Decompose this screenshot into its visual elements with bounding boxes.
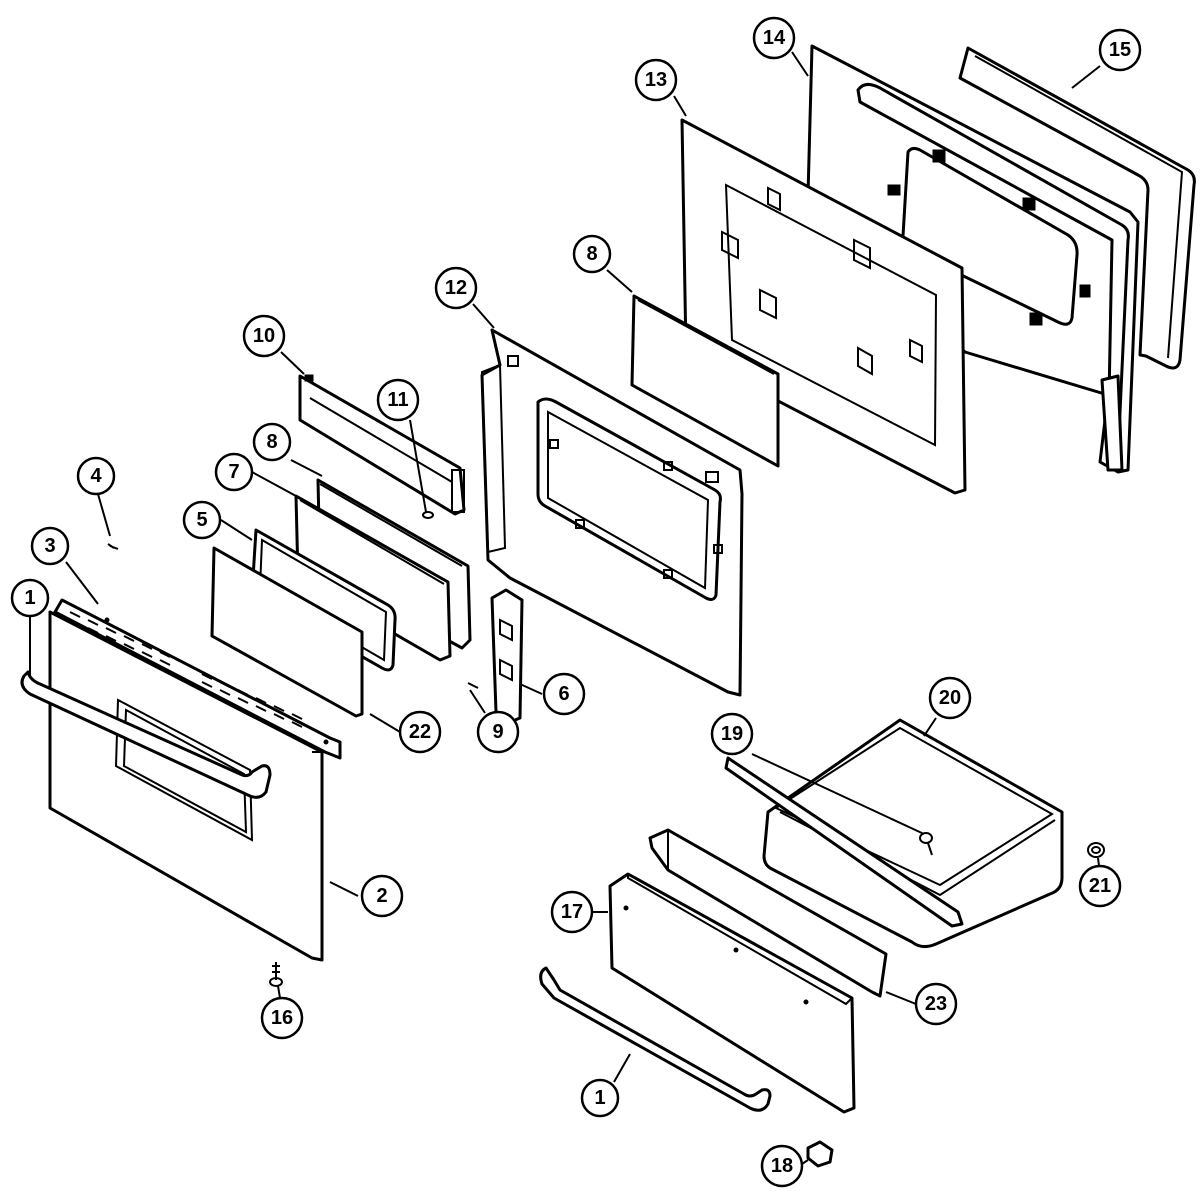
callout-21: 21	[1078, 864, 1122, 908]
svg-text:21: 21	[1089, 875, 1111, 897]
svg-text:6: 6	[558, 683, 569, 705]
leader-14	[791, 51, 809, 77]
svg-text:15: 15	[1109, 39, 1131, 61]
leader-22	[369, 713, 401, 733]
part-door-handle	[20, 670, 272, 799]
svg-text:4: 4	[90, 465, 102, 487]
part-screw-9	[467, 682, 479, 689]
svg-text:9: 9	[492, 721, 503, 743]
callout-6: 6	[542, 672, 586, 716]
svg-text:23: 23	[925, 993, 947, 1015]
svg-text:2: 2	[376, 885, 387, 907]
svg-text:1: 1	[594, 1087, 605, 1109]
leader-7	[251, 471, 297, 497]
callout-20: 20	[928, 676, 972, 720]
callout-leaders	[29, 51, 1101, 1165]
callout-11: 11	[376, 378, 420, 422]
svg-text:12: 12	[445, 277, 467, 299]
part-door-frame	[480, 328, 744, 697]
callout-18: 18	[760, 1144, 804, 1188]
part-screw-19	[919, 832, 933, 856]
part-drawer-handle	[539, 966, 772, 1112]
part-drawer-roller	[1087, 842, 1105, 858]
leader-13	[673, 95, 687, 117]
callout-23: 23	[914, 982, 958, 1026]
svg-text:17: 17	[561, 901, 583, 923]
leader-23	[885, 991, 917, 1005]
leader-11	[409, 419, 427, 513]
svg-text:22: 22	[409, 721, 431, 743]
callout-13: 13	[634, 58, 678, 102]
callout-2: 2	[360, 874, 404, 918]
leader-8b	[606, 269, 633, 293]
leader-19	[751, 753, 925, 835]
callout-9: 9	[476, 710, 520, 754]
callout-12: 12	[434, 266, 478, 310]
part-leveling-leg	[269, 962, 283, 987]
leader-10	[280, 351, 305, 375]
part-drawer-front	[608, 872, 856, 1114]
leader-4	[97, 493, 111, 537]
part-screw-11	[422, 511, 434, 519]
callout-7: 7	[214, 452, 254, 492]
svg-text:8: 8	[586, 243, 597, 265]
leader-12	[472, 303, 495, 329]
svg-text:8: 8	[266, 431, 277, 453]
callout-16: 16	[260, 996, 304, 1040]
svg-text:10: 10	[253, 325, 275, 347]
svg-text:5: 5	[196, 509, 207, 531]
callout-4: 4	[76, 456, 116, 496]
svg-text:11: 11	[387, 389, 408, 411]
leader-5	[220, 519, 253, 541]
leader-8a	[290, 459, 323, 477]
part-screw-4	[107, 543, 119, 550]
leader-9	[469, 689, 486, 714]
leader-15	[1071, 65, 1101, 89]
part-hinge	[490, 588, 524, 724]
leader-1b	[613, 1053, 631, 1083]
part-vent-trim	[53, 598, 342, 760]
part-drawer-stop	[806, 1140, 834, 1168]
callout-1a: 1	[10, 578, 50, 618]
svg-text:16: 16	[271, 1007, 293, 1029]
callout-19: 19	[710, 712, 754, 756]
part-front-glass	[210, 546, 364, 718]
callouts: 1 2 3 4 5 6 7 8	[10, 16, 1142, 1188]
svg-text:1: 1	[24, 587, 35, 609]
callout-15: 15	[1098, 28, 1142, 72]
callout-10: 10	[242, 314, 286, 358]
svg-text:18: 18	[771, 1155, 793, 1177]
part-outer-door	[48, 610, 324, 962]
svg-text:19: 19	[721, 723, 743, 745]
svg-text:14: 14	[763, 27, 786, 49]
leader-3	[65, 561, 99, 605]
svg-text:7: 7	[228, 461, 239, 483]
leader-21	[1097, 857, 1100, 867]
leader-6	[519, 683, 543, 695]
part-door-frame-outer	[958, 46, 1196, 370]
callout-17: 17	[550, 890, 594, 934]
part-door-liner	[680, 118, 967, 495]
callout-5: 5	[182, 500, 222, 540]
part-drawer-rail	[724, 756, 964, 928]
svg-text:3: 3	[44, 535, 55, 557]
part-hinge-bracket	[298, 374, 466, 516]
callout-22: 22	[398, 710, 442, 754]
callout-3: 3	[30, 526, 70, 566]
svg-text:13: 13	[645, 69, 667, 91]
leader-2	[329, 881, 359, 897]
callout-1b: 1	[580, 1078, 620, 1118]
part-drawer-support	[648, 828, 888, 998]
callout-14: 14	[752, 16, 796, 60]
part-glass-pane-upper	[630, 294, 780, 468]
callout-8b: 8	[572, 234, 612, 274]
callout-8a: 8	[252, 422, 292, 462]
leader-20	[923, 717, 937, 737]
svg-text:20: 20	[939, 687, 961, 709]
leader-16	[277, 985, 281, 999]
